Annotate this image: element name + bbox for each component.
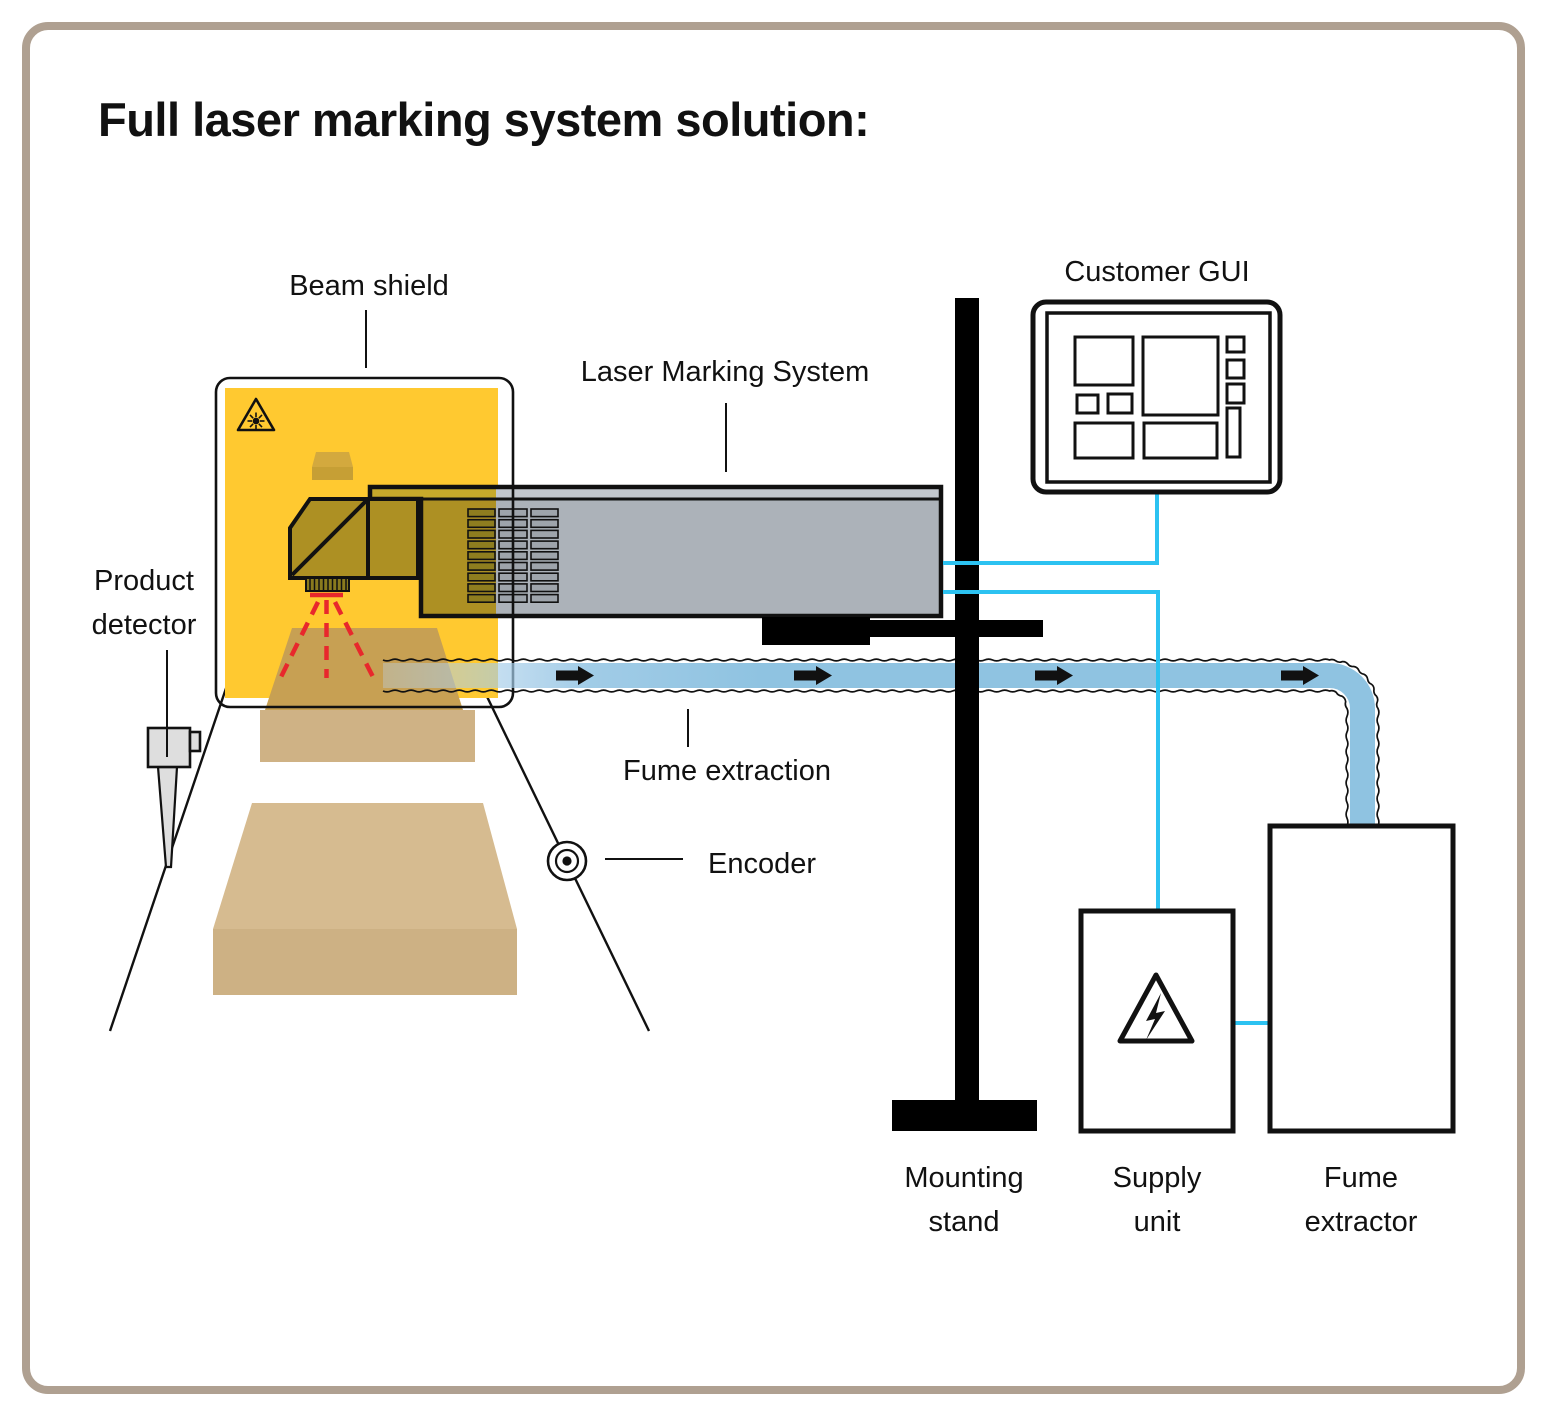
laser-marking-system-body bbox=[370, 487, 943, 616]
beam-shield-label: Beam shield bbox=[289, 266, 449, 306]
product-detector-line2: detector bbox=[92, 603, 197, 647]
product-detector-label: Product detector bbox=[92, 559, 197, 647]
product-box-under-laser bbox=[260, 628, 475, 762]
supply-unit-label: Supply unit bbox=[1113, 1156, 1202, 1244]
fume-extractor-label: Fume extractor bbox=[1305, 1156, 1418, 1244]
laser-marking-system-label: Laser Marking System bbox=[581, 352, 870, 392]
mounting-stand-icon bbox=[762, 298, 1043, 1131]
supply-unit-line1: Supply bbox=[1113, 1156, 1202, 1200]
product-detector-icon bbox=[148, 728, 200, 867]
supply-unit-box bbox=[1081, 911, 1233, 1131]
fume-extraction-tube bbox=[383, 659, 1379, 826]
encoder-icon bbox=[548, 842, 586, 880]
mounting-stand-line2: stand bbox=[904, 1200, 1023, 1244]
encoder-label: Encoder bbox=[708, 844, 816, 884]
page-title: Full laser marking system solution: bbox=[98, 92, 869, 147]
product-detector-line1: Product bbox=[92, 559, 197, 603]
mounting-stand-label: Mounting stand bbox=[904, 1156, 1023, 1244]
product-box-far bbox=[312, 452, 353, 480]
product-box-near bbox=[213, 803, 517, 995]
fume-extractor-box bbox=[1270, 826, 1453, 1131]
customer-gui-monitor bbox=[1033, 302, 1280, 492]
scan-head-icon bbox=[290, 499, 418, 591]
mounting-stand-line1: Mounting bbox=[904, 1156, 1023, 1200]
fume-extractor-line1: Fume bbox=[1305, 1156, 1418, 1200]
fume-extractor-line2: extractor bbox=[1305, 1200, 1418, 1244]
fume-extraction-label: Fume extraction bbox=[623, 751, 831, 791]
supply-unit-line2: unit bbox=[1113, 1200, 1202, 1244]
customer-gui-label: Customer GUI bbox=[1064, 252, 1249, 292]
